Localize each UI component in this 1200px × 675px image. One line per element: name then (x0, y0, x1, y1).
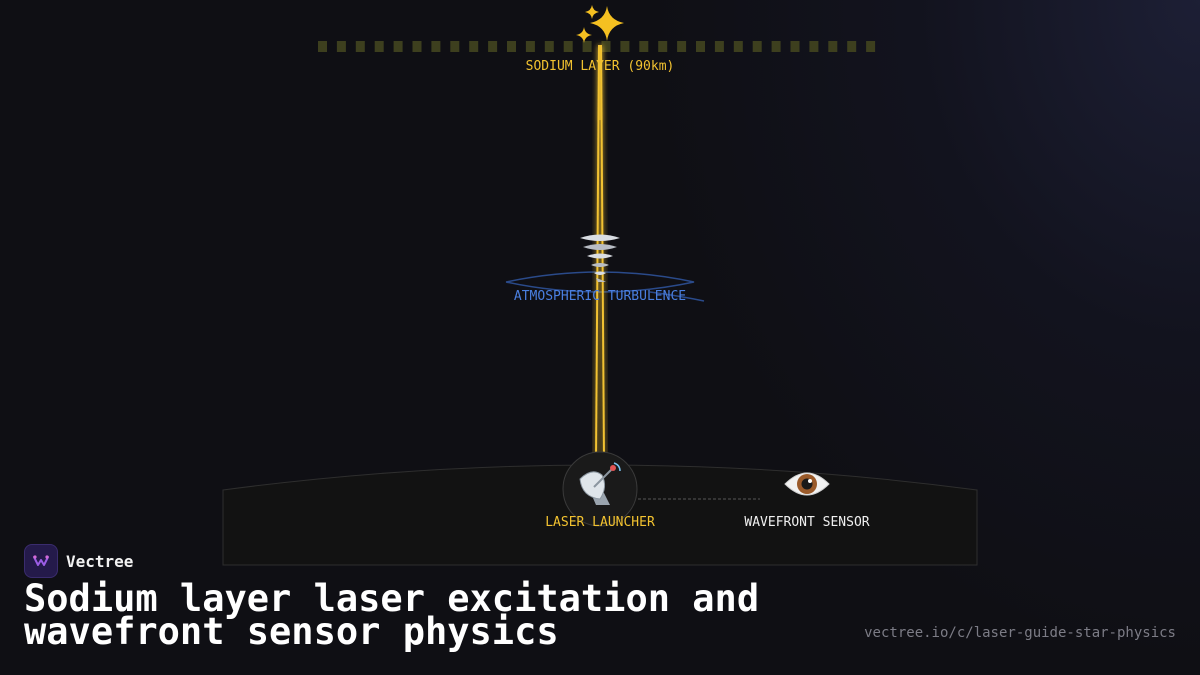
tornado-icon (580, 234, 620, 282)
page-title: Sodium layer laser excitation and wavefr… (24, 577, 760, 653)
turbulence-label: ATMOSPHERIC TURBULENCE (513, 289, 687, 304)
sodium-layer-dot (318, 41, 327, 52)
sodium-layer-dot (601, 41, 611, 52)
sodium-layer-dot (563, 41, 573, 52)
sodium-layer-dot (374, 41, 384, 52)
wavefront-sensor-label: WAVEFRONT SENSOR (744, 515, 870, 530)
eye-icon (784, 472, 830, 496)
sodium-layer-dot (582, 41, 592, 52)
source-url[interactable]: vectree.io/c/laser-guide-star-physics (864, 625, 1176, 641)
sodium-layer-band (318, 41, 876, 52)
brand[interactable]: Vectree (24, 544, 133, 578)
sodium-layer-dot (544, 41, 554, 52)
sodium-layer-dot (828, 41, 838, 52)
sodium-layer-dot (469, 41, 479, 52)
sodium-layer-dot (696, 41, 705, 52)
sodium-layer-dot (507, 41, 516, 52)
turbulence-ring (505, 271, 705, 302)
sodium-layer-dot (733, 41, 743, 52)
sparkles-icon (576, 5, 624, 43)
sodium-layer-dot (336, 41, 346, 52)
sodium-layer-dot (412, 41, 422, 52)
sodium-layer-dot (790, 41, 800, 52)
laser-launcher-label: LASER LAUNCHER (545, 515, 655, 530)
sodium-layer-dot (714, 41, 724, 52)
laser-beam (595, 44, 605, 461)
sodium-layer-dot (450, 41, 460, 52)
sodium-layer-dot (639, 41, 649, 52)
sodium-layer-dot (620, 41, 630, 52)
sodium-layer-label: SODIUM LAYER (90km) (525, 59, 675, 74)
sodium-layer-dot (488, 41, 498, 52)
sodium-layer-dot (677, 41, 687, 52)
vectree-logo-icon (24, 544, 58, 578)
sodium-layer-dot (355, 41, 365, 52)
sodium-layer-dot (809, 41, 819, 52)
sodium-layer-dot (847, 41, 857, 52)
sodium-layer-dot (525, 41, 535, 52)
sodium-layer-dot (431, 41, 441, 52)
brand-name: Vectree (66, 551, 134, 571)
sodium-layer-dot (658, 41, 668, 52)
sodium-layer-dot (393, 41, 403, 52)
sodium-layer-dot (771, 41, 781, 52)
sodium-layer-dot (866, 41, 876, 52)
satellite-dish-icon (579, 462, 621, 505)
sodium-layer-dot (752, 41, 762, 52)
